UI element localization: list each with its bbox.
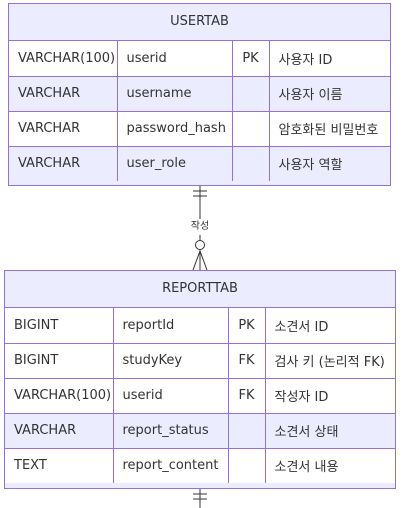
attribute-row: VARCHAR password_hash 암호화된 비밀번호: [9, 110, 390, 147]
attribute-key: PK: [231, 41, 270, 77]
attribute-table: BIGINT reportId PK 소견서 ID BIGINT studyKe…: [5, 308, 395, 483]
attribute-name: reportId: [112, 308, 229, 344]
attribute-comment: 사용자 이름: [268, 75, 390, 112]
attribute-name: password_hash: [116, 110, 233, 147]
attribute-name: username: [116, 75, 233, 112]
attribute-table: VARCHAR(100) userid PK 사용자 ID VARCHAR us…: [9, 41, 390, 181]
attribute-key: FK: [227, 342, 266, 379]
attribute-name: report_content: [112, 447, 229, 483]
crows-foot-marker: [192, 250, 208, 271]
attribute-row: BIGINT studyKey FK 검사 키 (논리적 FK): [5, 342, 395, 379]
attribute-comment: 사용자 ID: [268, 41, 390, 77]
attribute-type: BIGINT: [5, 342, 114, 379]
attribute-key: [231, 145, 270, 181]
attribute-row: VARCHAR(100) userid FK 작성자 ID: [5, 377, 395, 414]
attribute-key: [231, 75, 270, 112]
entity-title: USERTAB: [9, 4, 390, 41]
attribute-comment: 소견서 상태: [264, 412, 395, 449]
attribute-row: VARCHAR(100) userid PK 사용자 ID: [9, 41, 390, 77]
attribute-key: FK: [227, 377, 266, 414]
attribute-name: studyKey: [112, 342, 229, 379]
attribute-key: [227, 412, 266, 449]
attribute-comment: 소견서 내용: [264, 447, 395, 483]
attribute-comment: 검사 키 (논리적 FK): [264, 342, 395, 379]
attribute-comment: 소견서 ID: [264, 308, 395, 344]
attribute-type: TEXT: [5, 447, 114, 483]
attribute-type: VARCHAR(100): [5, 377, 114, 414]
attribute-name: userid: [112, 377, 229, 414]
attribute-comment: 작성자 ID: [264, 377, 395, 414]
attribute-type: VARCHAR: [5, 412, 114, 449]
entity-usertab: USERTAB VARCHAR(100) userid PK 사용자 ID VA…: [8, 3, 391, 186]
attribute-comment: 사용자 역할: [268, 145, 390, 181]
entity-reporttab: REPORTTAB BIGINT reportId PK 소견서 ID BIGI…: [4, 270, 396, 489]
attribute-row: TEXT report_content 소견서 내용: [5, 447, 395, 483]
attribute-name: report_status: [112, 412, 229, 449]
attribute-key: [227, 447, 266, 483]
attribute-name: user_role: [116, 145, 233, 181]
zero-marker-circle: [195, 240, 205, 250]
entity-title: REPORTTAB: [5, 271, 395, 308]
attribute-type: BIGINT: [5, 308, 114, 344]
attribute-row: BIGINT reportId PK 소견서 ID: [5, 308, 395, 344]
relationship-label: 작성: [189, 219, 211, 235]
attribute-row: VARCHAR username 사용자 이름: [9, 75, 390, 112]
attribute-row: VARCHAR user_role 사용자 역할: [9, 145, 390, 181]
attribute-key: PK: [227, 308, 266, 344]
attribute-comment: 암호화된 비밀번호: [268, 110, 390, 147]
attribute-key: [231, 110, 270, 147]
attribute-type: VARCHAR: [9, 110, 118, 147]
attribute-type: VARCHAR: [9, 145, 118, 181]
attribute-row: VARCHAR report_status 소견서 상태: [5, 412, 395, 449]
attribute-name: userid: [116, 41, 233, 77]
